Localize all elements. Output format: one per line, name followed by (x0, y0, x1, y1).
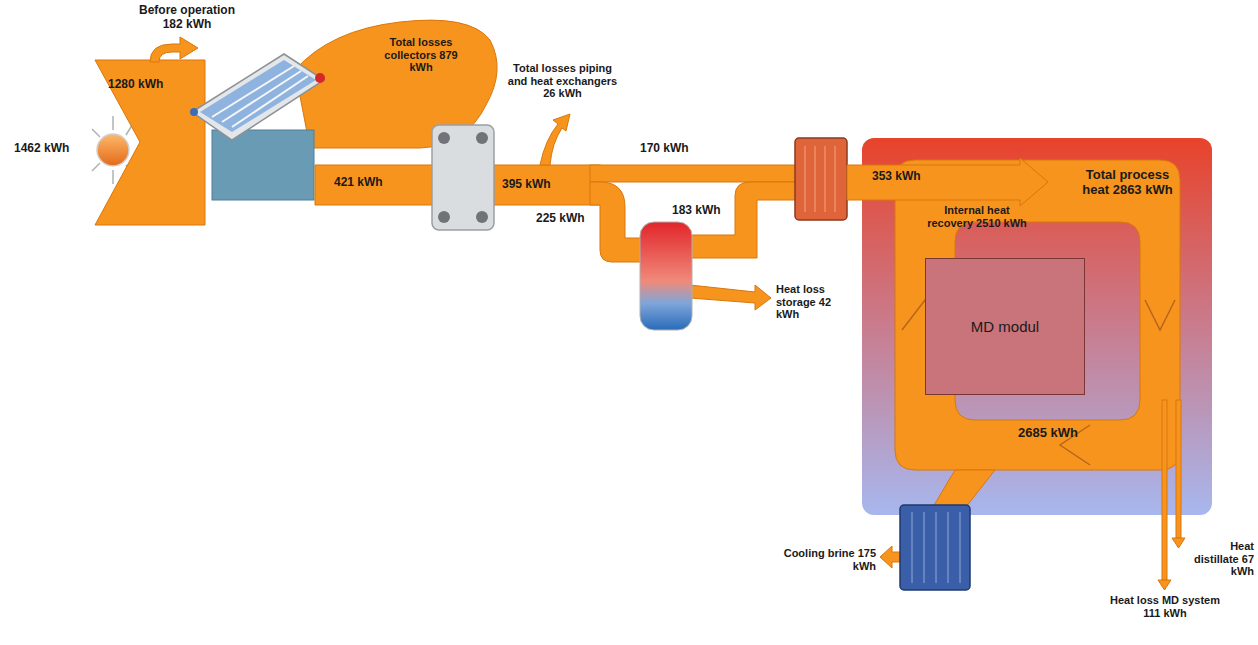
loss-label: Total losses piping and heat exchangers … (505, 62, 620, 100)
collector-tube (222, 71, 301, 122)
loss-label: Heat distillate 67 kWh (1192, 540, 1254, 578)
loss-label: Cooling brine 175 kWh (772, 547, 876, 572)
collector-port (315, 73, 325, 83)
loss-arrow (690, 285, 771, 310)
energy-value: 2685 kWh (1018, 426, 1098, 441)
energy-value: 353 kWh (872, 170, 948, 184)
heat-exchanger-plate (805, 146, 806, 212)
bypass-band (590, 165, 800, 182)
heat-exchanger (900, 505, 970, 590)
heat-exchanger-port (476, 211, 488, 223)
collector-stand (212, 130, 314, 200)
heat-exchanger-plate (924, 512, 925, 583)
heat-exchanger-plate (835, 146, 836, 212)
heat-exchanger-port (476, 132, 488, 144)
energy-value: 1280 kWh (108, 78, 184, 92)
collector-tube (212, 66, 294, 117)
loss-arrow (880, 546, 900, 568)
loss-label: Before operation 182 kWh (128, 4, 246, 32)
collector-absorber (200, 60, 316, 132)
collector-output-band (315, 165, 440, 205)
loss-arrow (540, 114, 570, 165)
collector-frame (192, 54, 324, 140)
heat-exchanger-plate (825, 146, 826, 212)
loss-label: Heat loss MD system 111 kWh (1105, 594, 1225, 619)
storage-charge-band (590, 182, 642, 262)
heat-exchanger-body (432, 125, 494, 230)
sun-ray (92, 129, 100, 137)
collector-tube (232, 76, 308, 127)
energy-value: 170 kWh (640, 142, 716, 156)
process-box: MD modul (925, 258, 1085, 395)
module-label: MD modul (971, 318, 1039, 335)
arrowhead (1172, 538, 1185, 548)
heat-exchanger (795, 138, 847, 220)
heat-exchanger-plate (912, 512, 913, 583)
loss-arrow (150, 37, 198, 62)
process-heat-loop (895, 160, 1180, 470)
loss-line (1176, 400, 1181, 538)
energy-value: 395 kWh (502, 178, 578, 192)
storage-discharge-band (690, 182, 800, 258)
heat-exchanger-body (900, 505, 970, 590)
heat-exchanger-plate (815, 146, 816, 212)
sun-ray (112, 170, 114, 184)
energy-value: Total process heat 2863 kWh (1080, 168, 1175, 198)
heat-exchanger-port (438, 132, 450, 144)
heat-exchanger-plate (960, 512, 961, 583)
loss-line (1162, 400, 1167, 580)
heat-exchanger-body (795, 138, 847, 220)
energy-value: 421 kWh (334, 176, 410, 190)
sun-ray (92, 163, 100, 171)
heat-exchanger (432, 125, 494, 230)
storage-tank (640, 222, 692, 330)
process-input-band (847, 158, 1048, 206)
collector-port (190, 108, 198, 116)
sun-ray (112, 116, 114, 130)
heat-exchanger-plate (936, 512, 937, 583)
loss-label: Heat loss storage 42 kWh (776, 283, 850, 321)
energy-value: 225 kWh (536, 212, 600, 226)
heat-exchanger-plate (948, 512, 949, 583)
flow-chevron (1145, 300, 1175, 330)
energy-value: Internal heat recovery 2510 kWh (922, 204, 1032, 229)
arrowhead (1158, 580, 1171, 590)
energy-value: 183 kWh (672, 204, 734, 218)
loss-label: Total losses collectors 879 kWh (376, 36, 466, 74)
energy-value: 1462 kWh (14, 142, 90, 156)
solar-input-band (95, 60, 205, 225)
solar-collector (190, 54, 325, 200)
heat-exchanger-port (438, 211, 450, 223)
sun-disc (97, 134, 129, 166)
flow-band (494, 165, 600, 205)
